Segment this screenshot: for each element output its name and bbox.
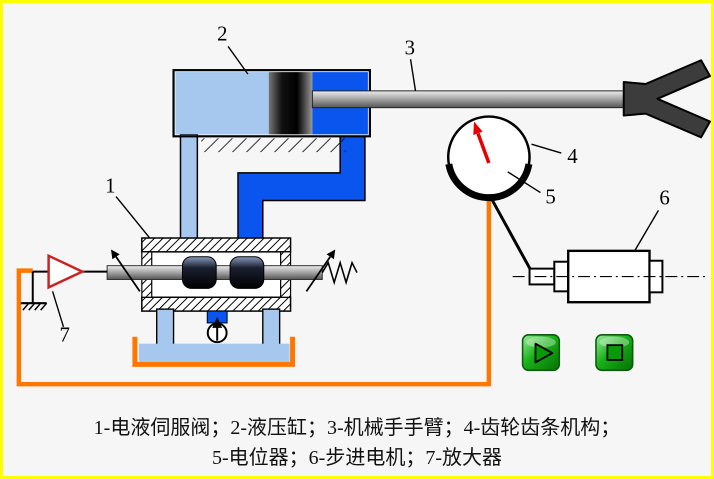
part-label-7: 7 [60, 324, 70, 347]
play-button[interactable] [521, 334, 561, 372]
spool-land-right [229, 256, 265, 289]
right-solenoid-arrow [305, 256, 331, 292]
leader-line-4 [531, 143, 562, 154]
part-label-6: 6 [659, 186, 669, 209]
part-labels: 1 2 3 4 5 6 7 [51, 23, 670, 347]
leader-line-6 [634, 210, 660, 252]
button-gloss [526, 336, 556, 348]
feedback-wire [16, 200, 492, 387]
leader-line-5 [507, 171, 541, 194]
legend-caption: 1-电液伺服阀；2-液压缸；3-机械手手臂；4-齿轮齿条机构； 5-电位器；6-… [3, 413, 711, 473]
part-label-1: 1 [105, 175, 115, 198]
return-spring-icon [321, 259, 358, 286]
spool-land-left [181, 256, 217, 289]
servo-valve [106, 237, 358, 312]
gripper-claw [622, 59, 711, 139]
play-icon [534, 342, 554, 364]
part-label-3: 3 [405, 36, 415, 59]
amplifier [20, 253, 108, 311]
motor-link-rod [489, 196, 533, 273]
right-arrowhead-icon [326, 249, 336, 260]
amplifier-triangle [47, 253, 86, 290]
leader-line-7 [51, 291, 65, 328]
needle-arrowhead-icon [473, 121, 483, 136]
left-solenoid-arrow [115, 256, 141, 292]
return-pipe-light [179, 133, 199, 246]
hydraulic-cylinder [172, 69, 371, 153]
needle-pointer [476, 132, 491, 164]
pump-arrowhead-icon [212, 317, 223, 328]
pressure-pipe-dark [237, 135, 366, 243]
stop-button[interactable] [595, 334, 634, 372]
leader-line-2 [227, 46, 249, 75]
leader-line-1 [115, 196, 151, 239]
valve-top-wall [141, 237, 292, 253]
piston [268, 72, 313, 135]
cylinder-mount-hatching [201, 138, 347, 153]
ground-icon [20, 302, 48, 311]
tank-fluid [138, 343, 290, 363]
servo-system-diagram: 1 2 3 4 5 6 7 [16, 23, 711, 387]
part-label-5: 5 [545, 185, 555, 208]
gear-rack-dial [445, 115, 533, 202]
cylinder-left-chamber [175, 72, 269, 135]
oil-tank [132, 308, 296, 367]
tank-outline [132, 336, 296, 367]
caption-line-2: 5-电位器；6-步进电机；7-放大器 [212, 447, 502, 469]
caption-line-1: 1-电液伺服阀；2-液压缸；3-机械手手臂；4-齿轮齿条机构； [93, 417, 621, 439]
manipulator-arm-rod [311, 90, 629, 109]
stepper-motor [512, 249, 708, 304]
stop-icon [606, 344, 624, 361]
left-arrowhead-icon [110, 249, 120, 260]
part-label-4: 4 [567, 145, 578, 168]
leader-line-3 [409, 59, 417, 91]
part-label-2: 2 [217, 23, 227, 46]
